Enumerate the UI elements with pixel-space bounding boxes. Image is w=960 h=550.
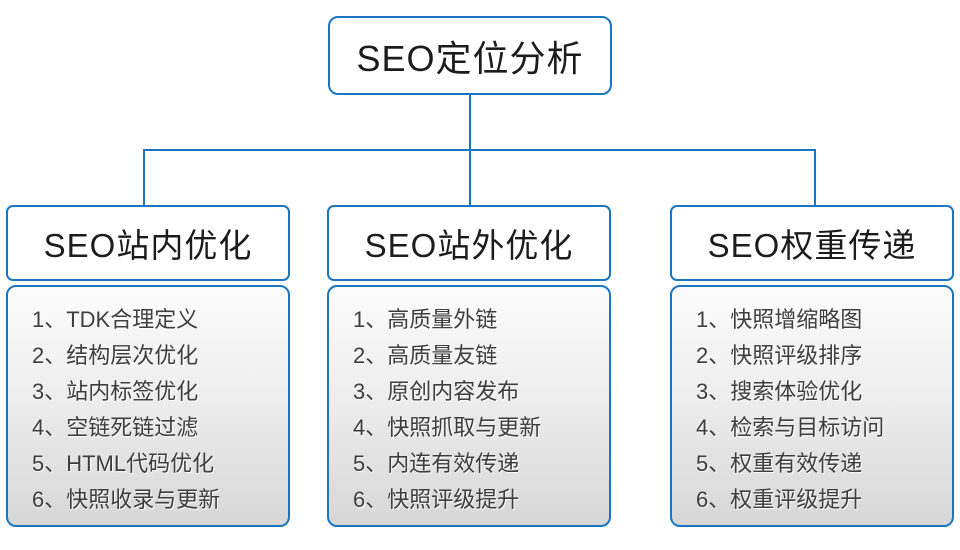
root-node-label: SEO定位分析 xyxy=(356,37,584,79)
list-item: 5、HTML代码优化 xyxy=(32,451,215,476)
branch-header-onsite: SEO站内优化 xyxy=(6,205,290,281)
list-item: 6、快照评级提升 xyxy=(353,487,520,512)
branch-title: SEO权重传递 xyxy=(707,227,917,264)
connector-drop-center xyxy=(469,151,471,205)
list-item: 2、结构层次优化 xyxy=(32,343,199,368)
list-item: 3、原创内容发布 xyxy=(353,379,520,404)
branch-header-weight: SEO权重传递 xyxy=(670,205,954,281)
connector-drop-left xyxy=(143,151,145,205)
list-item: 1、快照增缩略图 xyxy=(696,307,863,332)
list-item: 6、快照收录与更新 xyxy=(32,487,221,512)
list-item: 1、高质量外链 xyxy=(353,307,498,332)
branch-title: SEO站内优化 xyxy=(43,227,253,264)
list-item: 4、空链死链过滤 xyxy=(32,415,199,440)
list-item: 5、权重有效传递 xyxy=(696,451,863,476)
list-item: 4、检索与目标访问 xyxy=(696,415,885,440)
list-item: 4、快照抓取与更新 xyxy=(353,415,542,440)
list-item: 3、站内标签优化 xyxy=(32,379,199,404)
list-item: 2、高质量友链 xyxy=(353,343,498,368)
connector-drop-right xyxy=(814,151,816,205)
branch-panel-offsite: 1、高质量外链 2、高质量友链 3、原创内容发布 4、快照抓取与更新 5、内连有… xyxy=(327,285,611,527)
list-item: 1、TDK合理定义 xyxy=(32,307,199,332)
branch-panel-weight: 1、快照增缩略图 2、快照评级排序 3、搜索体验优化 4、检索与目标访问 5、权… xyxy=(670,285,954,527)
list-item: 6、权重评级提升 xyxy=(696,487,863,512)
list-item: 3、搜索体验优化 xyxy=(696,379,863,404)
list-item: 2、快照评级排序 xyxy=(696,343,863,368)
list-item: 5、内连有效传递 xyxy=(353,451,520,476)
connector-crossbar-line xyxy=(143,149,816,151)
branch-panel-onsite: 1、TDK合理定义 2、结构层次优化 3、站内标签优化 4、空链死链过滤 5、H… xyxy=(6,285,290,527)
branch-title: SEO站外优化 xyxy=(364,227,574,264)
root-node: SEO定位分析 xyxy=(328,16,612,95)
branch-header-offsite: SEO站外优化 xyxy=(327,205,611,281)
connector-trunk-line xyxy=(469,95,471,151)
